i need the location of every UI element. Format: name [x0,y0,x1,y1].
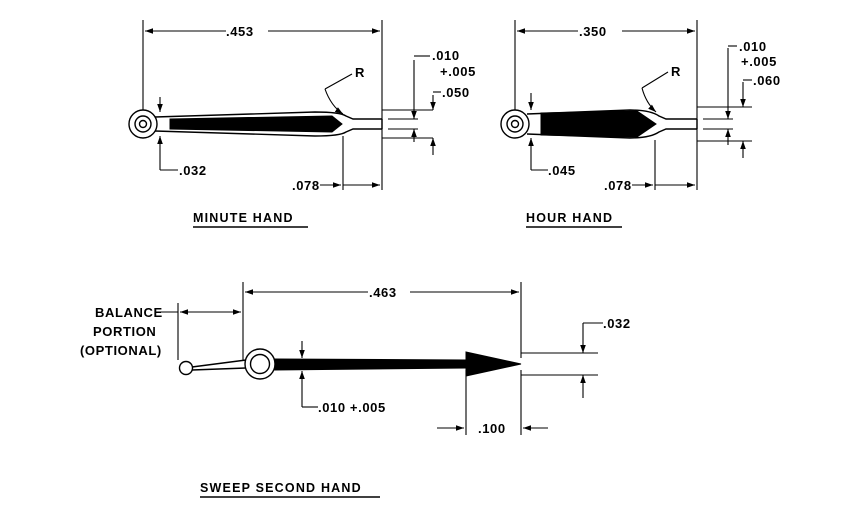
balance-label-line2: PORTION [93,324,156,339]
sweep-shaft-label: .010 +.005 [318,400,386,415]
minute-hand-caption: MINUTE HAND [193,211,294,225]
hour-tip-tol-label: +.005 [741,54,777,69]
hour-width-label: .060 [753,73,781,88]
balance-knob [178,360,194,376]
hour-hand-caption: HOUR HAND [526,211,613,225]
hour-hand-drawing: .350 .010 +.005 .060 R .045 [500,20,781,228]
sweep-hub [244,348,276,380]
hour-tip-label: .010 [739,39,767,54]
hour-neck-label: .078 [604,178,632,193]
sweep-second-hand-caption: SWEEP SECOND HAND [200,481,362,495]
minute-radius-label: R [355,65,365,80]
hour-length-label: .350 [579,24,607,39]
minute-hand-fill [169,115,343,133]
hour-hand-fill [540,110,657,138]
balance-label-line3: (OPTIONAL) [80,343,162,358]
minute-tip-tol-label: +.005 [440,64,476,79]
hour-radius-label: R [671,64,681,79]
sweep-shaft [274,358,467,371]
minute-neck-label: .078 [292,178,320,193]
sweep-point-label: .100 [478,421,506,436]
hour-hub-label: .045 [548,163,576,178]
balance-label-line1: BALANCE [95,305,163,320]
minute-hand-drawing: .453 .010 +.005 .050 R .032 [128,20,476,228]
sweep-width-label: .032 [603,316,631,331]
sweep-point [465,351,522,377]
minute-width-label: .050 [442,85,470,100]
minute-hub-label: .032 [179,163,207,178]
sweep-length-label: .463 [369,285,397,300]
minute-tip-label: .010 [432,48,460,63]
sweep-second-hand-drawing: .463 BALANCE PORTION (OPTIONAL) .032 .01… [80,282,631,498]
minute-length-label: .453 [226,24,254,39]
